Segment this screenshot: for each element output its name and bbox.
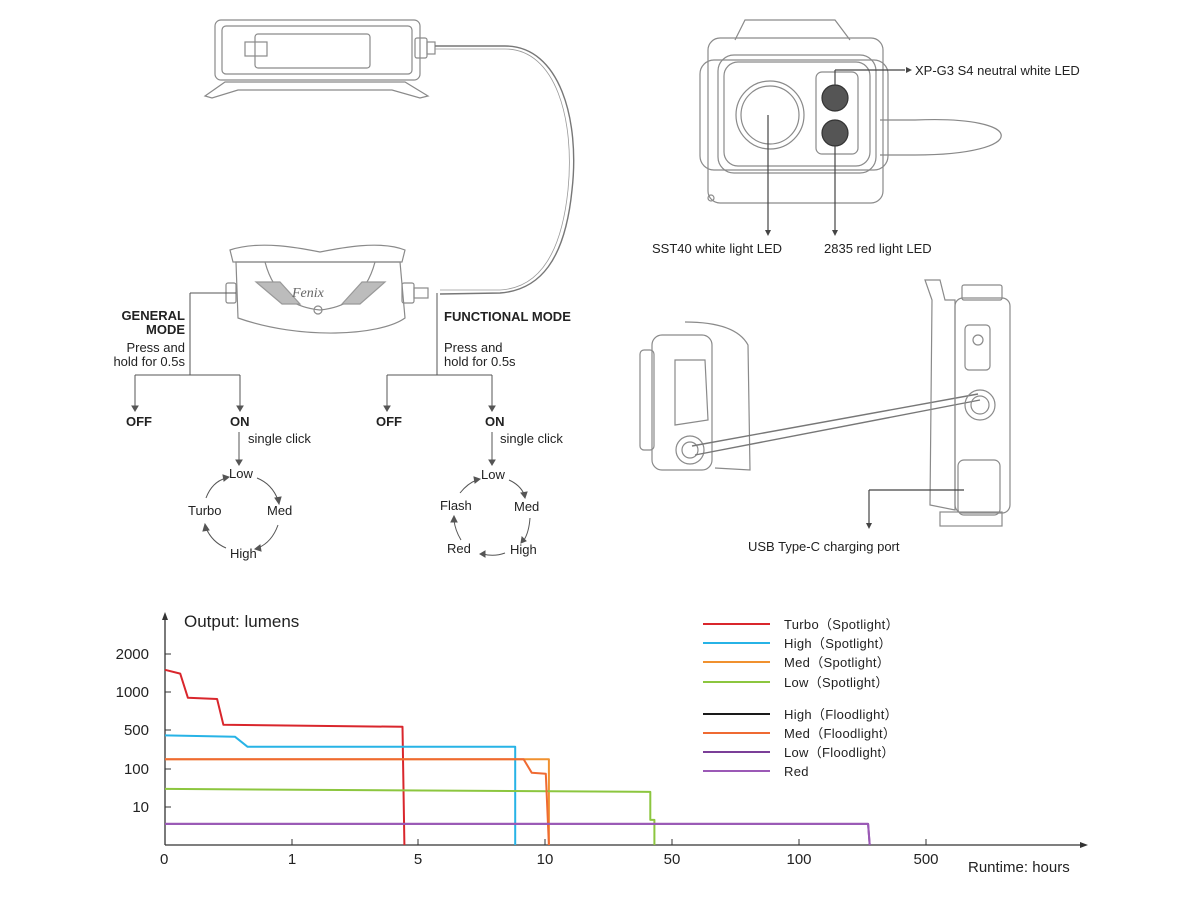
general-cycle-low: Low: [229, 466, 253, 481]
y-tick-label: 500: [124, 722, 149, 739]
x-axis-label: Runtime: hours: [968, 859, 1070, 876]
headlamp-front-view: [225, 244, 429, 334]
functional-cycle-high: High: [510, 542, 537, 557]
legend-label: Low（Floodlight）: [784, 745, 895, 760]
functional-click-label: single click: [500, 431, 563, 446]
series-line-1: [164, 734, 517, 845]
functional-cycle-med: Med: [514, 499, 540, 514]
x-tick-label: 5: [414, 851, 422, 868]
functional-mode-instruction: Press and hold for 0.5s: [444, 341, 516, 369]
legend-label: Turbo（Spotlight）: [784, 617, 899, 632]
callout-xpg3-led: XP-G3 S4 neutral white LED: [915, 63, 1080, 78]
battery-box-top-view: [203, 19, 436, 99]
functional-instruction-line2: hold for 0.5s: [444, 354, 516, 369]
legend-label: Low（Spotlight）: [784, 675, 889, 690]
functional-mode-title: FUNCTIONAL MODE: [444, 309, 571, 324]
general-click-label: single click: [248, 431, 311, 446]
y-tick-label: 10: [132, 799, 149, 816]
general-on-label: ON: [230, 414, 250, 429]
x-tick-label: 10: [537, 851, 554, 868]
x-tick-label: 100: [786, 851, 811, 868]
legend-label: Med（Floodlight）: [784, 726, 896, 741]
product-drawings: Fenix: [131, 19, 1011, 558]
legend-label: Red: [784, 764, 809, 779]
cable: [435, 45, 575, 295]
y-tick-label: 1000: [116, 684, 149, 701]
legend-label: High（Floodlight）: [784, 707, 898, 722]
functional-instruction-line1: Press and: [444, 340, 503, 355]
functional-cycle-red: Red: [447, 541, 471, 556]
chart-title: Output: lumens: [184, 612, 299, 631]
general-mode-instruction: Press and hold for 0.5s: [90, 341, 185, 369]
general-mode-title: GENERAL MODE: [100, 309, 185, 337]
x-tick-label: 500: [913, 851, 938, 868]
general-instruction-line1: Press and: [126, 340, 185, 355]
legend-label: High（Spotlight）: [784, 636, 892, 651]
series-line-7: [165, 822, 871, 846]
series-line-6: [165, 822, 871, 846]
general-mode-title-line2: MODE: [146, 322, 185, 337]
callout-usb-port: USB Type-C charging port: [748, 539, 900, 554]
callout-red-led: 2835 red light LED: [824, 241, 932, 256]
y-tick-label: 100: [124, 761, 149, 778]
legend-label: Med（Spotlight）: [784, 655, 890, 670]
battery-box-side-view: [924, 279, 1011, 527]
general-off-label: OFF: [126, 414, 152, 429]
chart-axes: [162, 612, 1088, 848]
series-line-5: [165, 758, 550, 846]
headlamp-side-view: [639, 321, 981, 471]
general-cycle-turbo: Turbo: [188, 503, 222, 518]
headlamp-front-closeup: [699, 19, 1002, 204]
functional-cycle-low: Low: [481, 467, 505, 482]
series-line-3: [164, 787, 656, 845]
series-line-0: [164, 668, 406, 846]
x-axis-arrow-icon: [1080, 842, 1088, 848]
general-cycle-med: Med: [267, 503, 293, 518]
general-cycle-high: High: [230, 546, 257, 561]
series-line-2: [165, 758, 550, 845]
fenix-logo: Fenix: [291, 286, 325, 301]
callout-sst40-led: SST40 white light LED: [652, 241, 783, 256]
functional-off-label: OFF: [376, 414, 402, 429]
functional-on-label: ON: [485, 414, 505, 429]
x-tick-label: 0: [160, 851, 168, 868]
functional-cycle-flash: Flash: [440, 498, 472, 513]
general-instruction-line2: hold for 0.5s: [113, 354, 185, 369]
x-tick-label: 50: [664, 851, 681, 868]
y-tick-label: 2000: [116, 646, 149, 663]
general-mode-title-line1: GENERAL: [121, 308, 185, 323]
x-tick-label: 1: [288, 851, 296, 868]
y-axis-arrow-icon: [162, 612, 168, 620]
